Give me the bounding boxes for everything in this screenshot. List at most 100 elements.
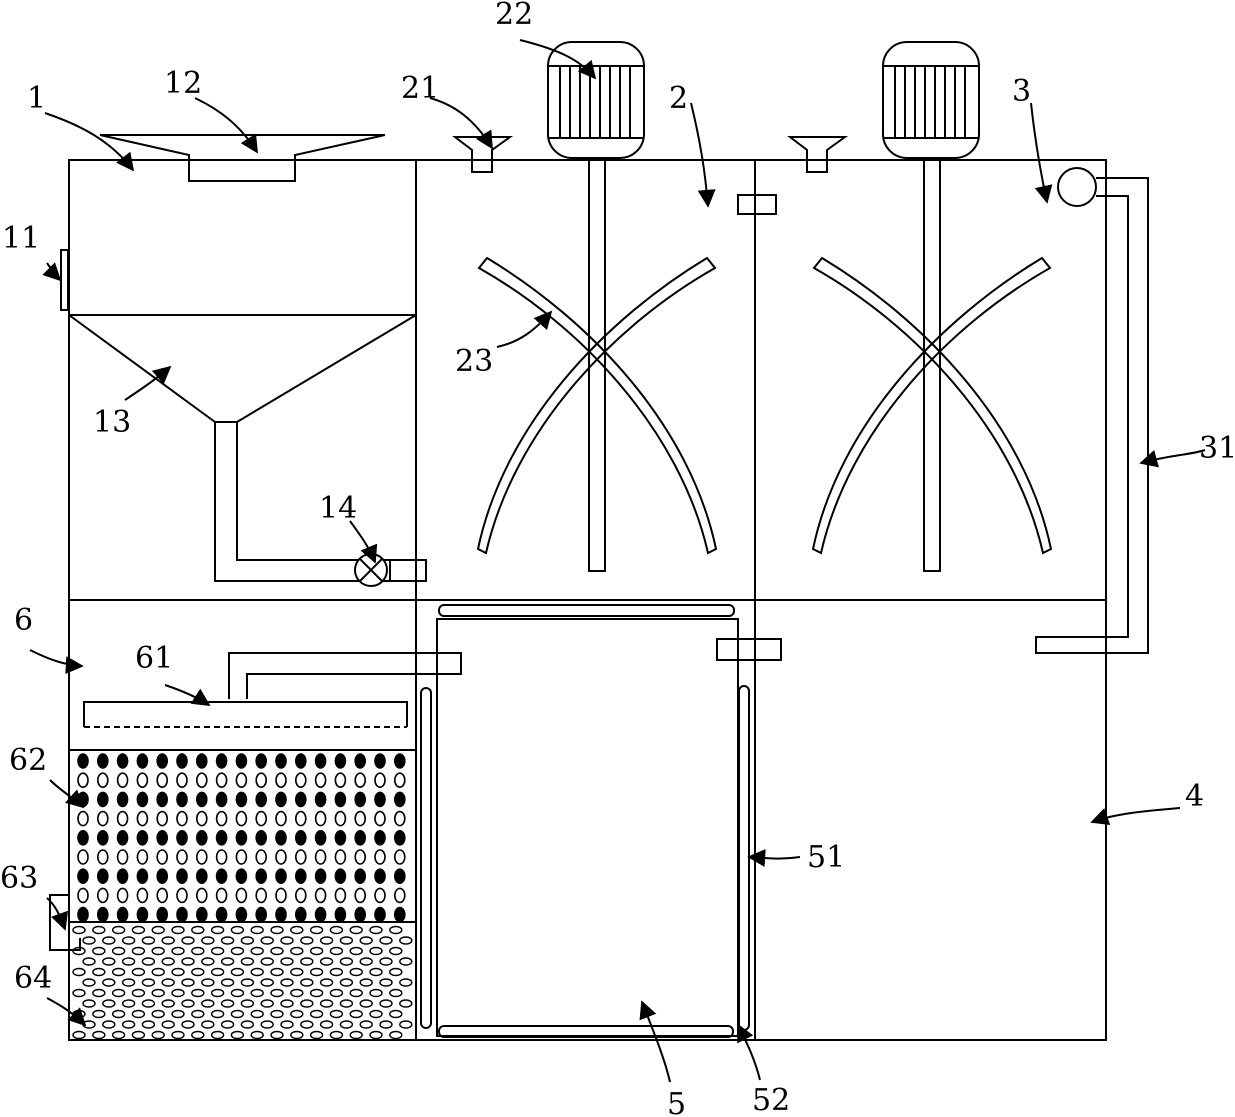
sand-granule	[389, 925, 403, 935]
filled-granule	[196, 753, 208, 769]
sand-granule	[399, 999, 413, 1008]
overflow-port-2	[737, 194, 777, 215]
label-51: 51	[807, 840, 845, 875]
hollow-granule	[215, 772, 228, 789]
sand-granule	[161, 936, 175, 945]
sand-granule	[161, 1020, 175, 1029]
sand-granule	[290, 925, 304, 935]
sand-granule	[300, 1020, 314, 1029]
sand-granule	[230, 1030, 245, 1040]
filled-granule	[255, 753, 268, 769]
sand-granule	[329, 946, 344, 956]
sand-granule	[359, 936, 373, 945]
sand-granule	[191, 988, 205, 998]
sand-granule	[102, 978, 116, 987]
hollow-granule	[354, 887, 367, 904]
hollow-granule	[235, 849, 248, 865]
sand-granule	[290, 1009, 304, 1019]
hollow-granule	[393, 810, 406, 827]
sand-granule	[339, 999, 354, 1008]
filled-granule	[314, 791, 327, 808]
sand-granule	[102, 936, 116, 945]
filled-granule	[374, 868, 386, 885]
hollow-granule	[374, 810, 386, 827]
sand-granule	[240, 936, 255, 945]
label-31: 31	[1199, 431, 1235, 466]
sand-granule	[191, 946, 205, 956]
hollow-granule	[156, 887, 168, 904]
hollow-granule	[156, 810, 168, 827]
sand-granule	[389, 946, 403, 956]
hollow-granule	[97, 849, 109, 865]
sand-granule	[210, 1030, 225, 1040]
sand-granule	[181, 936, 195, 945]
filled-granule	[176, 906, 188, 923]
sand-granule	[92, 946, 106, 956]
hollow-granule	[97, 772, 109, 789]
filled-granule	[116, 753, 129, 769]
hollow-granule	[116, 772, 129, 789]
hollow-granule	[374, 887, 386, 904]
hollow-granule	[255, 810, 268, 827]
heater-51	[738, 685, 750, 1031]
filled-granule	[156, 753, 168, 769]
hollow-granule	[136, 772, 149, 789]
filled-granule	[393, 868, 406, 885]
sand-granule	[300, 999, 314, 1008]
sand-granule	[121, 999, 136, 1008]
sand-granule	[349, 946, 363, 956]
filled-granule	[156, 906, 168, 923]
sand-granule	[339, 1020, 354, 1029]
sand-granule	[379, 1020, 393, 1029]
filled-granule	[354, 753, 367, 769]
sand-granule	[309, 1009, 324, 1019]
sand-granule	[72, 946, 86, 956]
sand-granule	[181, 957, 195, 966]
sand-granule	[250, 1009, 264, 1019]
sand-granule	[329, 1030, 344, 1040]
filled-granule	[235, 868, 248, 885]
sand-granule	[280, 1020, 294, 1029]
label-21: 21	[401, 71, 439, 106]
hollow-granule	[393, 772, 406, 789]
sand-granule	[369, 925, 383, 935]
sand-granule	[111, 946, 126, 956]
sand-granule	[359, 1020, 373, 1029]
filled-granule	[334, 829, 347, 846]
sand-granule	[260, 978, 274, 987]
label-52: 52	[752, 1083, 790, 1117]
hollow-granule	[354, 772, 367, 789]
sand-granule	[121, 936, 136, 945]
hollow-granule	[314, 772, 327, 789]
sand-granule	[220, 936, 235, 945]
sand-granule	[240, 1020, 255, 1029]
hollow-granule	[235, 887, 248, 904]
filled-granule	[294, 753, 307, 769]
filled-granule	[235, 829, 248, 846]
sand-granule	[280, 957, 294, 966]
heater-top	[438, 604, 735, 617]
hollow-granule	[393, 887, 406, 904]
filled-granule	[393, 829, 406, 846]
sand-granule	[220, 957, 235, 966]
hollow-granule	[334, 849, 347, 865]
hollow-granule	[354, 849, 367, 865]
sand-granule	[92, 988, 106, 998]
sand-granule	[329, 1009, 344, 1019]
filled-granule	[393, 753, 406, 769]
sand-granule	[220, 1020, 235, 1029]
overflow-port-5	[716, 638, 782, 661]
sand-granule	[270, 988, 284, 998]
sand-granule	[181, 978, 195, 987]
sand-granule	[389, 988, 403, 998]
sand-granule	[369, 967, 383, 977]
sand-granule	[369, 1030, 383, 1040]
filled-granule	[275, 791, 287, 808]
sand-granule	[309, 988, 324, 998]
sand-granule	[151, 988, 165, 998]
filled-granule	[354, 868, 367, 885]
sand-granule	[82, 978, 96, 987]
hollow-granule	[215, 810, 228, 827]
hollow-granule	[97, 810, 109, 827]
